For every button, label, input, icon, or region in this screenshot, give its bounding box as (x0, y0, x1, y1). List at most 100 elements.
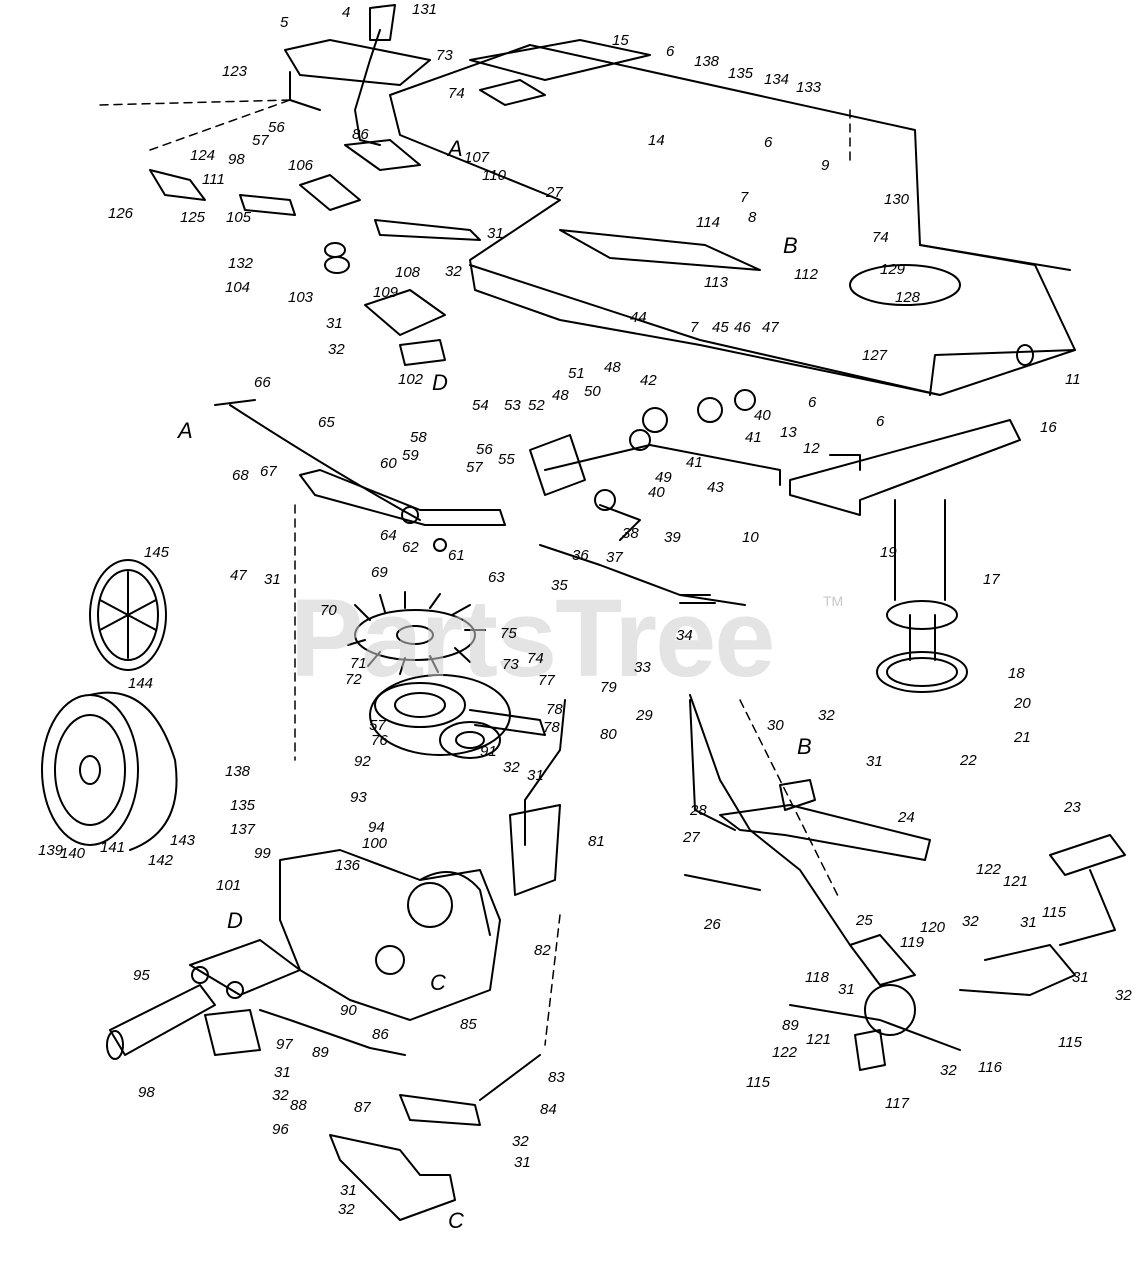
part-label: 58 (410, 429, 427, 446)
part-label: 138 (225, 763, 251, 780)
part-label: 48 (604, 359, 621, 376)
part-label: 133 (796, 79, 822, 96)
part-label: 136 (335, 857, 361, 874)
part-label: 144 (128, 675, 154, 692)
part-label: 31 (838, 981, 855, 998)
part-label: 13 (780, 424, 797, 441)
part-label: 99 (254, 845, 271, 862)
part-label: 27 (683, 829, 700, 846)
part-label: 91 (480, 743, 497, 760)
callout-B: B (797, 734, 812, 759)
callout-D: D (227, 908, 243, 933)
part-label: 37 (606, 549, 623, 566)
part-label: 32 (940, 1062, 957, 1079)
part-label: 115 (746, 1074, 770, 1091)
spring-83 (479, 1054, 541, 1101)
part-label: 16 (1040, 419, 1057, 436)
part-label: 44 (630, 309, 647, 326)
part-label: 61 (448, 547, 465, 564)
part-label: 78 (546, 701, 563, 718)
part-label: 82 (534, 942, 551, 959)
part-label: 145 (144, 544, 170, 561)
part-label: 31 (866, 753, 883, 770)
part-label: 7 (690, 319, 699, 336)
part-label: 10 (742, 529, 759, 546)
part-label: 46 (734, 319, 751, 336)
part-label: 48 (552, 387, 569, 404)
part-label: 106 (288, 157, 314, 174)
part-label: 53 (504, 397, 521, 414)
lever-108 (364, 289, 446, 336)
callout-D: D (432, 370, 448, 395)
part-label: 49 (655, 469, 672, 486)
guide-lines (99, 99, 851, 1046)
part-label: 141 (100, 839, 126, 856)
part-label: 139 (38, 842, 64, 859)
part-label: 110 (482, 167, 506, 184)
part-label: 24 (898, 809, 915, 826)
part-label: 115 (1042, 904, 1066, 921)
part-label: 36 (572, 547, 589, 564)
part-label: 17 (983, 571, 1000, 588)
part-label: 45 (712, 319, 729, 336)
part-label: 65 (318, 414, 335, 431)
part-label: 31 (274, 1064, 291, 1081)
part-label: 31 (340, 1182, 357, 1199)
part-label: 25 (856, 912, 873, 929)
axle-95 (106, 984, 216, 1060)
part-label: 122 (976, 861, 1002, 878)
part-label: 143 (170, 832, 196, 849)
bracket-84 (399, 1094, 481, 1126)
part-label: 78 (543, 719, 560, 736)
part-label: 86 (352, 126, 369, 143)
callout-A: A (448, 136, 463, 161)
part-label: 124 (190, 147, 216, 164)
pulley-18 (876, 499, 968, 693)
part-label: 142 (148, 852, 174, 869)
part-label: 137 (230, 821, 256, 838)
part-label: 67 (260, 463, 277, 480)
part-label: 35 (551, 577, 568, 594)
watermark-text: PartsTree (290, 577, 775, 700)
part-label: 74 (448, 85, 465, 102)
part-label: 41 (745, 429, 762, 446)
part-label: 47 (230, 567, 247, 584)
part-label: 66 (254, 374, 271, 391)
part-label: 33 (634, 659, 651, 676)
part-label: 113 (704, 274, 728, 291)
belt-75 (369, 674, 511, 756)
callout-A: A (178, 418, 193, 443)
part-label: 84 (540, 1101, 557, 1118)
part-label: 31 (514, 1154, 531, 1171)
part-label: 130 (884, 191, 910, 208)
part-label: 76 (371, 732, 388, 749)
part-label: 122 (772, 1044, 798, 1061)
part-label: 30 (767, 717, 784, 734)
part-label: 123 (222, 63, 248, 80)
part-label: 7 (740, 189, 749, 206)
part-label: 60 (380, 455, 397, 472)
part-label: 109 (373, 284, 399, 301)
part-label: 14 (648, 132, 665, 149)
part-label: 107 (464, 149, 490, 166)
part-label: 32 (512, 1133, 529, 1150)
part-label: 62 (402, 539, 419, 556)
part-label: 114 (696, 214, 720, 231)
part-label: 57 (466, 459, 483, 476)
part-label: 29 (636, 707, 653, 724)
part-label: 118 (805, 969, 829, 986)
part-label: 121 (806, 1031, 832, 1048)
fan-70 (347, 591, 486, 675)
hubcap-145 (89, 559, 167, 671)
part-label: 115 (1058, 1034, 1082, 1051)
part-label: 132 (228, 255, 254, 272)
part-label: 32 (503, 759, 520, 776)
part-label: 31 (326, 315, 343, 332)
part-label: 38 (622, 525, 639, 542)
cable-65 (229, 404, 421, 521)
part-label: 126 (108, 205, 134, 222)
part-label: 21 (1014, 729, 1031, 746)
part-label: 73 (502, 656, 519, 673)
part-label: 50 (584, 383, 601, 400)
bracket-16 (789, 419, 1021, 516)
